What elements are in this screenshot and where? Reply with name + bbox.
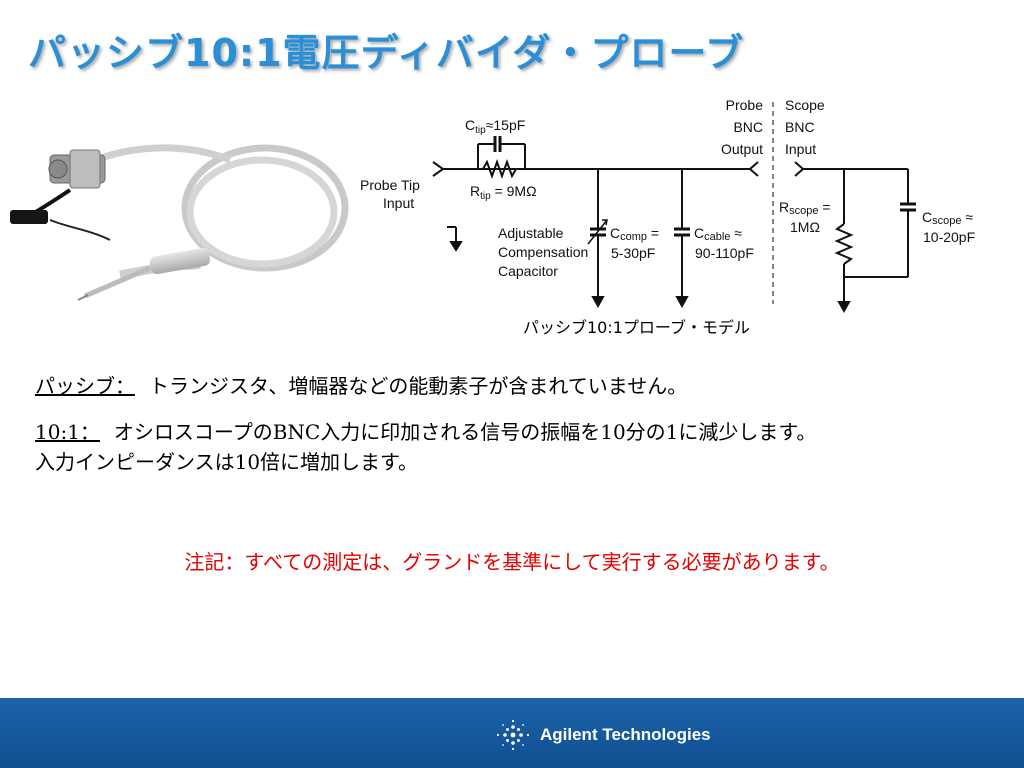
rscope-value: 1MΩ (790, 219, 820, 235)
rtip-label: Rtip = 9MΩ (470, 183, 537, 202)
passive-bullet: パッシブ： トランジスタ、増幅器などの能動素子が含まれていません。 (35, 372, 687, 400)
probe-tip-label-1: Probe Tip (360, 177, 420, 193)
ccable-label: Ccable ≈ (694, 225, 742, 243)
passive-term: パッシブ： (35, 374, 135, 398)
rscope-label: Rscope = (779, 199, 831, 217)
scope-bnc-label-1: Scope (785, 97, 825, 113)
adj-cap-label-2: Compensation (498, 244, 588, 260)
ratio-bullet: 10:1： オシロスコープのBNC入力に印加される信号の振幅を10分の1に減少しま… (35, 418, 816, 446)
ccomp-label: Ccomp = (610, 225, 659, 243)
ratio-term: 10:1： (35, 420, 100, 444)
probe-schematic: Ctip≈15pF Rtip = 9MΩ Probe Tip Input Pro… (360, 97, 975, 314)
adj-cap-label-3: Capacitor (498, 263, 558, 279)
probe-photo (10, 144, 349, 301)
agilent-spark-icon (496, 719, 530, 751)
rtip-resistor (482, 159, 517, 179)
probe-tip-label-2: Input (383, 195, 414, 211)
cscope-label: Cscope ≈ (922, 209, 973, 227)
ground-note: 注記：すべての測定は、グランドを基準にして実行する必要があります。 (184, 550, 840, 574)
schematic-caption: パッシブ10:1プローブ・モデル (523, 318, 750, 337)
footer-bar: Agilent Technologies (0, 698, 1024, 768)
adj-cap-label-1: Adjustable (498, 225, 564, 241)
ccomp-value: 5-30pF (611, 245, 655, 261)
brand-name: Agilent Technologies (540, 725, 711, 744)
passive-desc: トランジスタ、増幅器などの能動素子が含まれていません。 (149, 374, 688, 398)
scope-bnc-label-3: Input (785, 141, 816, 157)
ratio-desc-line2: 入力インピーダンスは10倍に増加します。 (35, 450, 419, 474)
scope-bnc-label-2: BNC (785, 119, 815, 135)
slide-title: パッシブ10:1電圧ディバイダ・プローブ (28, 31, 745, 75)
ccable-value: 90-110pF (695, 245, 754, 261)
probe-bnc-label-3: Output (721, 141, 763, 157)
cscope-value: 10-20pF (923, 229, 975, 245)
probe-bnc-label-2: BNC (733, 119, 763, 135)
agilent-logo: Agilent Technologies (492, 717, 711, 753)
ratio-desc: オシロスコープのBNC入力に印加される信号の振幅を10分の1に減少します。 (113, 420, 817, 444)
ctip-label: Ctip≈15pF (465, 117, 525, 136)
probe-bnc-label-1: Probe (726, 97, 764, 113)
